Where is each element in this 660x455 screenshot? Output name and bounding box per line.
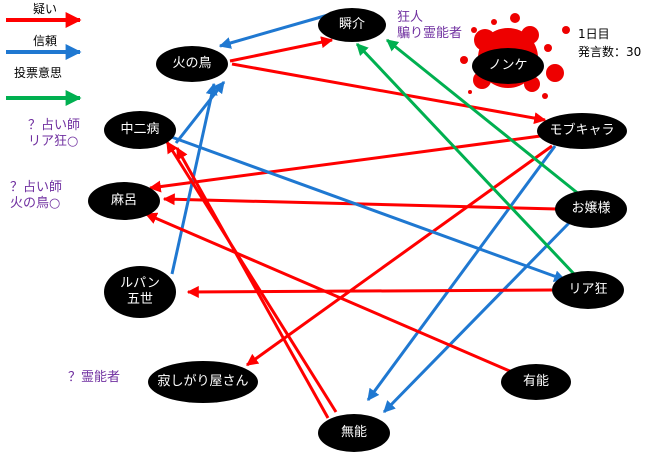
annotation-shunsuke-role: 狂人 騙り霊能者 <box>397 10 463 41</box>
edge-doubt-yuunou-to-maro <box>144 212 513 374</box>
edge-doubt-munou-to-chuuni <box>165 140 338 413</box>
node-hinotori[interactable]: 火の鳥 <box>156 46 228 82</box>
edge-doubt-mobu-to-maro <box>148 133 549 193</box>
node-nonke[interactable]: ノンケ <box>472 48 544 84</box>
edge-vote-ojou-to-shunsuke <box>386 38 581 197</box>
node-shunsuke[interactable]: 瞬介 <box>318 8 386 42</box>
annotation-sabishi-claim: ？霊能者 <box>68 370 121 385</box>
legend-arrows <box>6 12 82 106</box>
annotation-chuuni-claim: ？占い師 リア狂○ <box>28 118 81 149</box>
edge-doubt-munou-to-chuuni <box>175 146 330 419</box>
edge-doubt-mobu-to-sabishi <box>246 144 553 367</box>
edge-trust-chuuni-to-hinotori <box>174 81 226 144</box>
legend-doubt-label: 疑い <box>33 2 58 16</box>
statement-count: 発言数：30 <box>578 45 642 59</box>
edge-doubt-ojou-to-maro <box>162 193 558 211</box>
node-maro[interactable]: 麻呂 <box>88 182 160 220</box>
edge-trust-chuuni-to-riakyou <box>165 133 567 282</box>
node-chuuni[interactable]: 中二病 <box>104 111 176 149</box>
edge-doubt-hinotori-to-mobu <box>231 62 547 125</box>
node-ojou[interactable]: お嬢様 <box>555 190 627 228</box>
annotation-maro-claim: ？占い師 火の鳥○ <box>10 180 63 211</box>
legend-vote-label: 投票意思 <box>14 66 63 80</box>
node-riakyou[interactable]: リア狂 <box>552 271 624 309</box>
edge-trust-ojou-to-munou <box>382 220 572 414</box>
node-lupin[interactable]: ルパン 五世 <box>104 266 176 318</box>
node-mobu[interactable]: モブキャラ <box>537 113 627 149</box>
edge-trust-shunsuke-to-hinotori <box>218 13 329 49</box>
edge-doubt-hinotori-to-shunsuke <box>229 36 334 63</box>
legend-trust-label: 信頼 <box>33 34 58 48</box>
day-label: 1日目 <box>578 27 610 41</box>
node-sabishi[interactable]: 寂しがり屋さん <box>148 361 258 403</box>
node-munou[interactable]: 無能 <box>318 414 390 452</box>
edge-vote-riakyou-to-shunsuke <box>355 42 577 277</box>
edges-group <box>144 13 581 419</box>
edge-trust-mobu-to-munou <box>366 145 557 401</box>
node-yuunou[interactable]: 有能 <box>501 364 571 400</box>
edge-doubt-riakyou-to-lupin <box>186 285 553 298</box>
